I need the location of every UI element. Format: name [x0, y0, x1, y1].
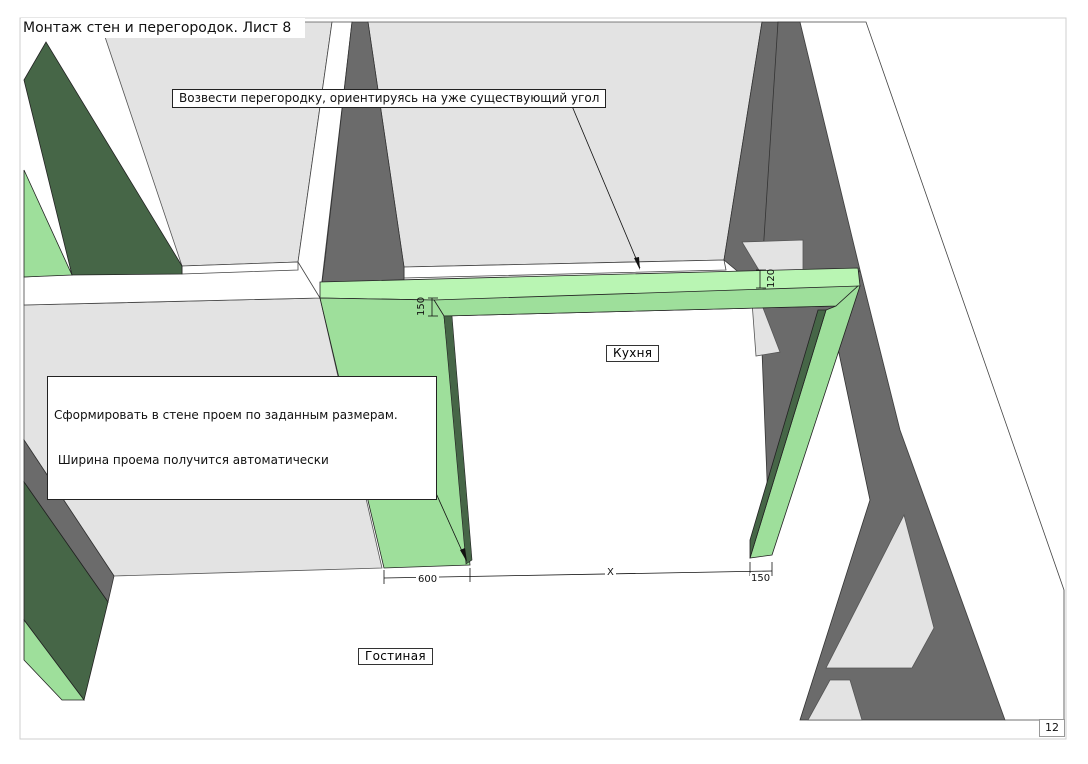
opening-left-reveal — [443, 315, 473, 565]
dim-label-thickness: 120 — [766, 268, 777, 288]
leader-opening-arrow — [460, 548, 467, 562]
note-opening: Сформировать в стене проем по заданным р… — [47, 376, 437, 500]
dim-label-opening-width: X — [605, 567, 616, 579]
back-room-floor-center — [367, 21, 763, 268]
sheet-title: Монтаж стен и перегородок. Лист 8 — [21, 18, 306, 38]
dim-label-left-jamb: 600 — [416, 574, 440, 586]
dim-line-bottom — [383, 570, 773, 579]
note-partition: Возвести перегородку, ориентируясь на уж… — [172, 89, 607, 108]
dim-label-right-jamb: 150 — [750, 573, 772, 585]
niche-floor-lower — [825, 513, 935, 669]
room-label-kitchen: Кухня — [606, 345, 660, 362]
far-right-wall — [799, 21, 1065, 721]
note-partition-text: Возвести перегородку, ориентируясь на уж… — [179, 91, 600, 105]
leader-partition — [571, 105, 641, 269]
note-opening-line1: Сформировать в стене проем по заданным р… — [54, 408, 398, 422]
green-wall-upper-left — [23, 41, 183, 276]
dim-label-lintel: 150 — [416, 296, 427, 316]
page-number: 12 — [1039, 719, 1065, 737]
room-label-living: Гостиная — [358, 648, 433, 665]
niche-floor-bottom — [807, 679, 863, 721]
green-wall-upper-left-edge — [23, 169, 73, 278]
leader-partition-arrow — [634, 257, 640, 270]
green-wall-lower-left-edge — [23, 618, 85, 701]
partition-right-jamb-shadow — [749, 309, 827, 559]
note-opening-line2: Ширина проема получится автоматически — [54, 453, 329, 467]
